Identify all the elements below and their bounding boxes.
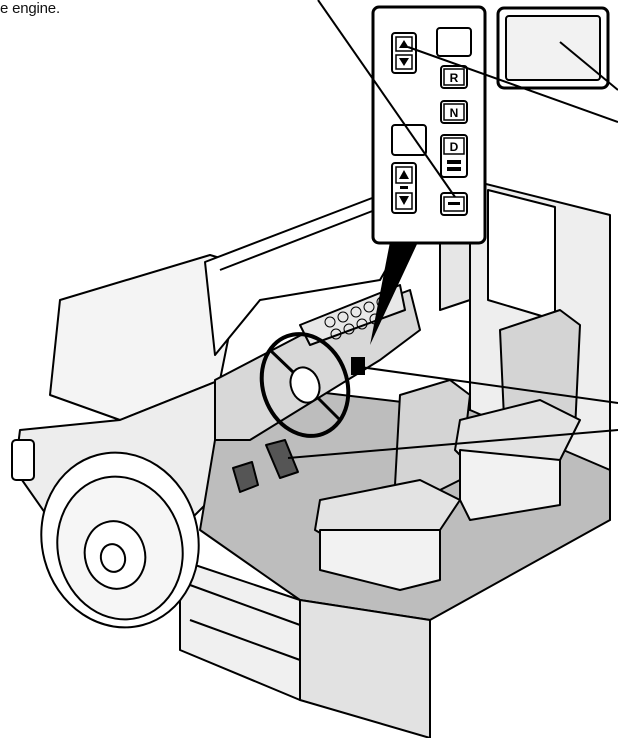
neutral-label: N — [450, 106, 459, 120]
reverse-label: R — [450, 71, 459, 85]
drive-label: D — [450, 140, 459, 154]
display-screen — [498, 8, 618, 90]
shifter-panel: R N D — [373, 7, 485, 243]
